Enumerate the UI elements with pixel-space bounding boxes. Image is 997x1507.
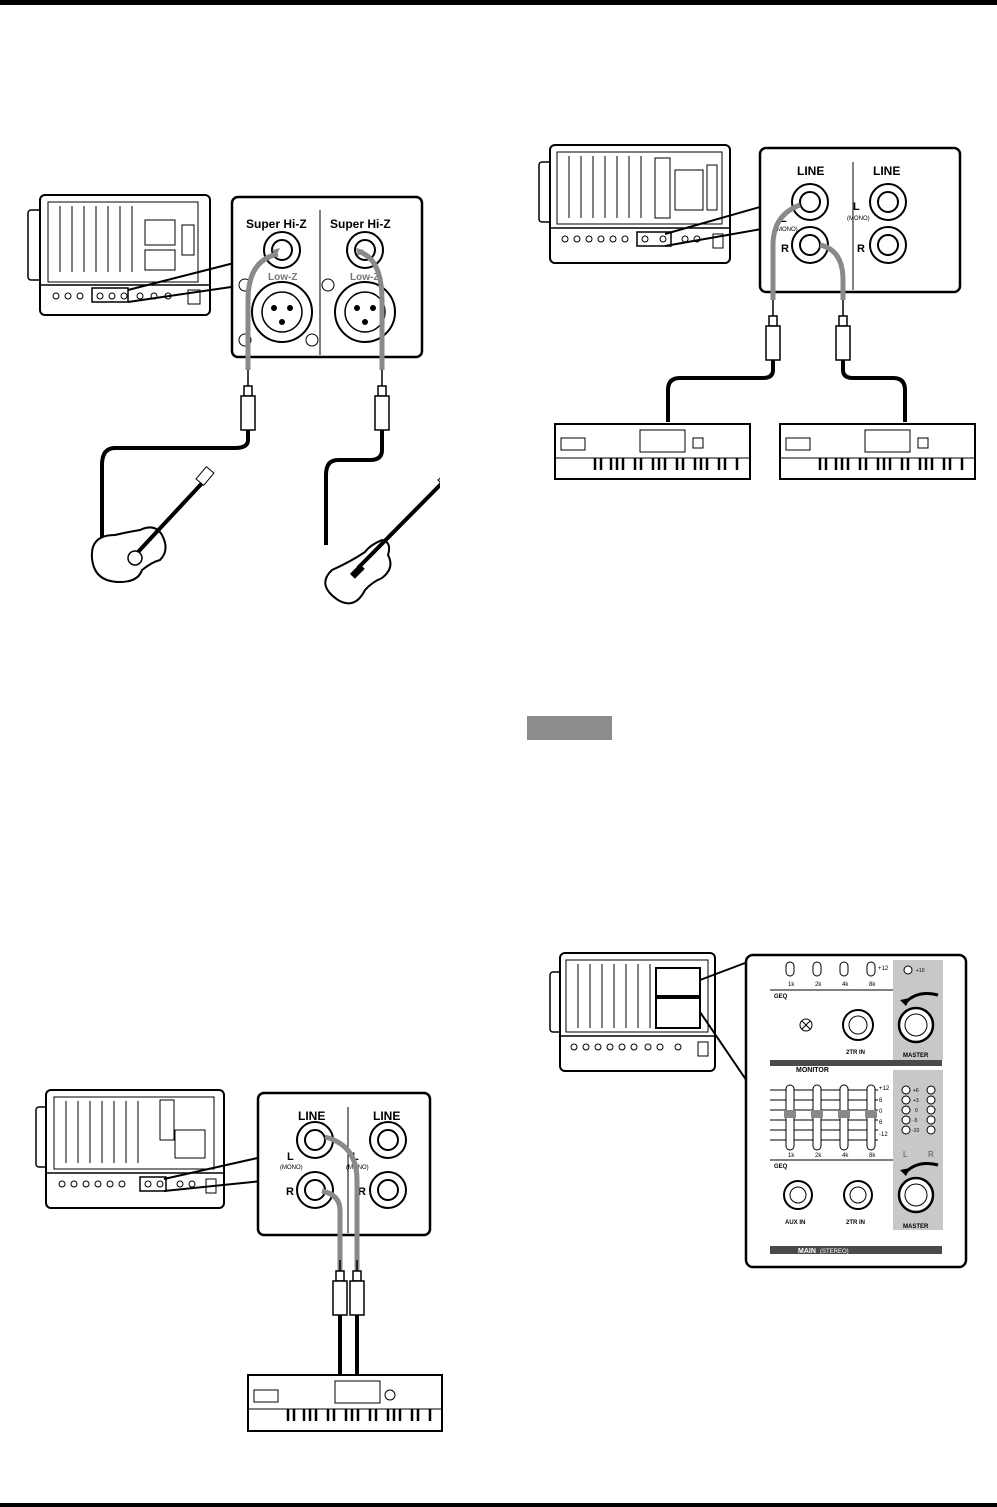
- mixer-icon: [27, 194, 211, 316]
- line-header-right: LINE: [373, 1109, 400, 1123]
- top-geq-band-3: 4k: [842, 982, 849, 988]
- master-label-2: MASTER: [903, 1224, 929, 1230]
- mono-label-left: (MONO): [280, 1165, 303, 1171]
- top-geq-band-2: 2k: [815, 982, 822, 988]
- bottom-geq-band-4: 8k: [869, 1153, 876, 1159]
- main-label: MAIN: [798, 1248, 816, 1255]
- mixer-icon: [538, 144, 731, 264]
- l-label-left: L: [287, 1151, 294, 1163]
- super-hi-z-label-right: Super Hi-Z: [330, 217, 391, 231]
- electric-guitar-icon: [324, 477, 440, 605]
- geq-scale-5: -12: [879, 1132, 888, 1138]
- line-input-panel: LINE LINE L L (MONO) (MONO) R R: [758, 146, 962, 294]
- peak-label: +10: [916, 968, 925, 974]
- mono-label-left: (MONO): [775, 227, 798, 233]
- super-hi-z-label-left: Super Hi-Z: [246, 217, 307, 231]
- top-geq-band-1: 1k: [788, 982, 795, 988]
- geq-scale-4: 6: [879, 1120, 883, 1126]
- keyboard-icon-left: [554, 423, 751, 480]
- top-geq-scale: +12: [878, 966, 889, 972]
- r-label-right: R: [358, 1186, 366, 1198]
- meter-mark-5: -10: [912, 1128, 919, 1134]
- note-tag: [527, 716, 612, 740]
- top-geq-band-4: 8k: [869, 982, 876, 988]
- bottom-geq-band-2: 2k: [815, 1153, 822, 1159]
- acoustic-guitar-icon: [90, 465, 215, 584]
- r-label-left: R: [781, 243, 789, 255]
- geq-scale-2: 6: [879, 1098, 883, 1104]
- meter-mark-3: 0: [915, 1108, 918, 1114]
- keyboard-icon: [247, 1374, 443, 1432]
- master-control-figure: +12 1k 2k 4k 8k GEQ +10 2TR IN MASTER MO…: [549, 952, 968, 1269]
- low-z-label-left: Low-Z: [268, 272, 297, 283]
- l-label-right: L: [853, 201, 860, 213]
- bottom-geq-label: GEQ: [774, 1164, 788, 1170]
- geq-scale-3: 0: [879, 1109, 883, 1115]
- monitor-label: MONITOR: [796, 1067, 829, 1074]
- r-label-right: R: [857, 243, 865, 255]
- meter-mark-4: -5: [913, 1118, 918, 1124]
- meter-r-label: R: [928, 1150, 934, 1159]
- low-z-label-right: Low-Z: [350, 272, 379, 283]
- bottom-rule: [0, 1503, 997, 1507]
- mono-label-right: (MONO): [847, 216, 870, 222]
- main-sub-label: (STEREO): [820, 1249, 849, 1255]
- twotr-in-label-2: 2TR IN: [846, 1220, 865, 1226]
- top-geq-label: GEQ: [774, 994, 788, 1000]
- bottom-geq-band-1: 1k: [788, 1153, 795, 1159]
- line-header-left: LINE: [797, 164, 824, 178]
- guitar-connection-figure: Super Hi-Z Super Hi-Z Low-Z Low-Z: [27, 194, 440, 605]
- meter-mark-1: +6: [913, 1088, 919, 1094]
- top-rule: [0, 0, 997, 5]
- geq-scale-1: +12: [879, 1086, 890, 1092]
- two-keyboards-figure: LINE LINE L L (MONO) (MONO) R R: [538, 144, 976, 480]
- keyboard-icon-right: [779, 423, 976, 480]
- l-label-right: L: [352, 1151, 359, 1163]
- master-panel: +12 1k 2k 4k 8k GEQ +10 2TR IN MASTER MO…: [744, 953, 968, 1269]
- master-label: MASTER: [903, 1053, 929, 1059]
- line-header-right: LINE: [873, 164, 900, 178]
- one-keyboard-figure: LINE LINE L L (MONO) (MONO) R R: [35, 1089, 443, 1432]
- super-hi-z-panel: Super Hi-Z Super Hi-Z Low-Z Low-Z: [230, 195, 424, 359]
- bottom-geq-band-3: 4k: [842, 1153, 849, 1159]
- mixer-icon: [35, 1089, 225, 1209]
- line-input-panel: LINE LINE L L (MONO) (MONO) R R: [256, 1091, 432, 1237]
- line-header-left: LINE: [298, 1109, 325, 1123]
- meter-l-label: L: [903, 1150, 908, 1159]
- twotr-in-label: 2TR IN: [846, 1050, 865, 1056]
- meter-mark-2: +3: [913, 1098, 919, 1104]
- r-label-left: R: [286, 1186, 294, 1198]
- mixer-icon: [549, 952, 716, 1072]
- aux-in-label: AUX IN: [785, 1220, 805, 1226]
